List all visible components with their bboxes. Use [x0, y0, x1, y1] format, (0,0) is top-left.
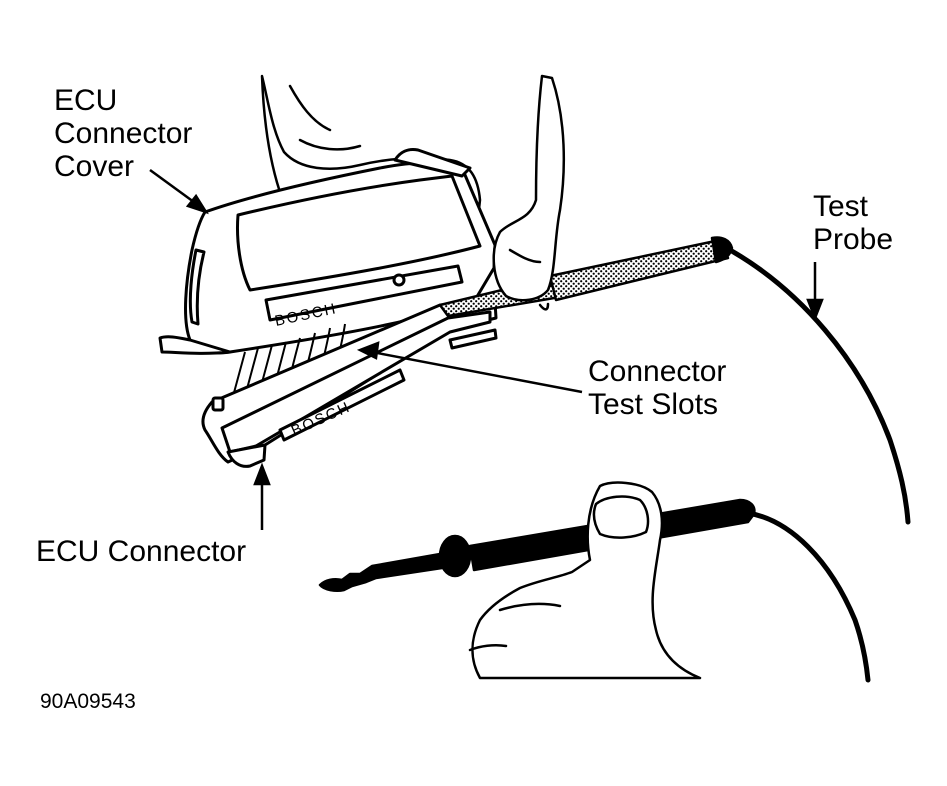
figure-code: 90A09543 — [40, 690, 136, 713]
label-test-probe: Test Probe — [813, 190, 893, 256]
label-line: Connector — [54, 117, 193, 150]
label-line: Cover — [54, 150, 135, 183]
label-ecu-connector-cover: ECU Connector Cover — [54, 84, 192, 183]
lower-hand — [468, 481, 702, 680]
label-ecu-connector: ECU Connector — [36, 535, 247, 568]
label-line: Test — [813, 190, 869, 223]
label-line: Test Slots — [588, 388, 719, 421]
lower-test-probe — [318, 498, 756, 593]
label-line: ECU — [54, 84, 118, 117]
leader-arrows — [149, 168, 824, 530]
upper-thumb — [492, 74, 566, 311]
probe-cable — [727, 247, 911, 525]
lower-probe-cable — [745, 510, 871, 683]
label-connector-test-slots: Connector Test Slots — [588, 355, 726, 421]
label-line: Probe — [813, 223, 894, 256]
label-line: Connector — [588, 355, 727, 388]
connector-cover — [158, 148, 497, 355]
ecu-connector-block — [201, 300, 498, 468]
